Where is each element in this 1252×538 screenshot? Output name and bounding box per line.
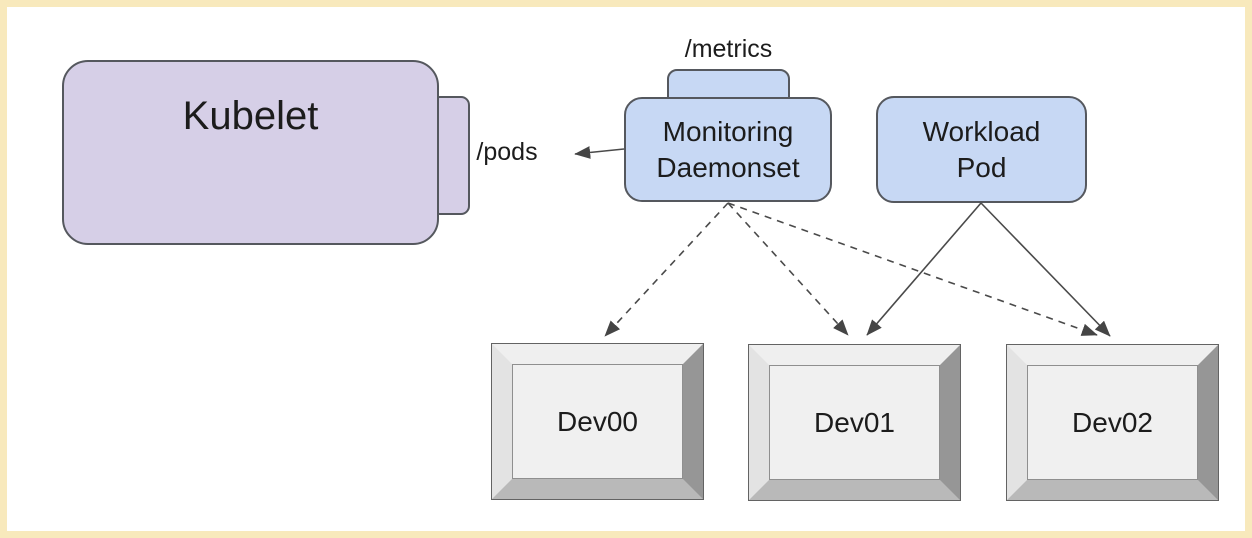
kubelet-label: Kubelet xyxy=(182,94,319,138)
workload-pod-node: Workload Pod xyxy=(876,96,1087,203)
edge-monitoring-to-dev02 xyxy=(727,202,1098,336)
monitoring-daemonset-label-line2: Daemonset xyxy=(656,151,800,183)
edge-monitoring-to-kubelet-pods xyxy=(574,146,625,159)
workload-pod-label-line1: Workload xyxy=(922,115,1041,147)
edge-monitoring-to-dev00 xyxy=(604,202,729,337)
pods-endpoint-label: /pods xyxy=(476,138,538,166)
edge-monitoring-to-dev01 xyxy=(727,202,849,336)
device-node-dev02: Dev02 xyxy=(1006,344,1219,501)
device-label-dev02: Dev02 xyxy=(1072,406,1153,438)
device-node-dev00: Dev00 xyxy=(491,343,704,500)
device-label-dev00: Dev00 xyxy=(557,405,638,437)
edge-workload-to-dev02 xyxy=(980,202,1111,337)
device-label-dev01: Dev01 xyxy=(814,406,895,438)
monitoring-daemonset-label-line1: Monitoring xyxy=(662,115,794,147)
device-node-dev01: Dev01 xyxy=(748,344,961,501)
monitoring-daemonset-node: Monitoring Daemonset xyxy=(624,97,832,202)
kubelet-node: Kubelet xyxy=(62,60,439,245)
edge-workload-to-dev01 xyxy=(866,202,982,336)
workload-pod-label-line2: Pod xyxy=(956,151,1007,183)
metrics-endpoint-label: /metrics xyxy=(684,35,773,63)
